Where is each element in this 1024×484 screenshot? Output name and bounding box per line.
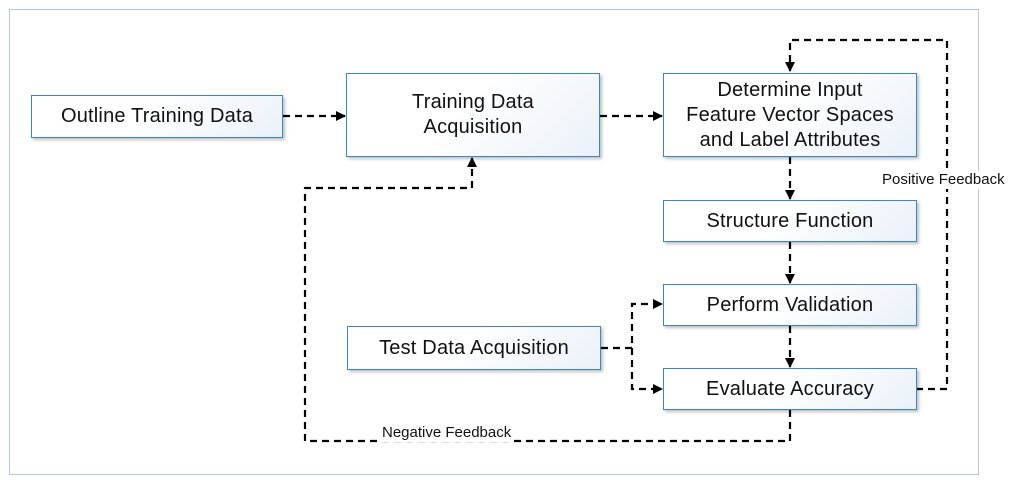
arrow-negative-feedback [303, 157, 792, 443]
diagram-frame [9, 9, 979, 475]
test-data-acquisition-label: Test Data Acquisition [379, 336, 569, 359]
perform-validation-box: Perform Validation [663, 284, 917, 326]
arrow-test-to-validation [601, 299, 663, 350]
evaluate-accuracy-box: Evaluate Accuracy [663, 368, 917, 410]
training-data-acquisition-label: Training Data Acquisition [412, 91, 534, 138]
positive-feedback-label: Positive Feedback [880, 171, 1007, 189]
outline-training-data-label: Outline Training Data [60, 105, 254, 127]
training-data-acquisition-box: Training Data Acquisition [346, 73, 600, 157]
outline-training-data-box: Outline Training Data [31, 95, 283, 138]
test-data-acquisition-box: Test Data Acquisition [347, 326, 601, 370]
structure-function-box: Structure Function [663, 200, 917, 242]
determine-input-label: Determine Input Feature Vector Spaces an… [686, 78, 894, 151]
perform-validation-label: Perform Validation [706, 293, 874, 316]
determine-input-box: Determine Input Feature Vector Spaces an… [663, 73, 917, 157]
arrow-test-to-evaluate [630, 348, 663, 394]
structure-function-label: Structure Function [706, 209, 874, 232]
negative-feedback-label: Negative Feedback [380, 424, 514, 442]
evaluate-accuracy-label: Evaluate Accuracy [706, 377, 874, 400]
